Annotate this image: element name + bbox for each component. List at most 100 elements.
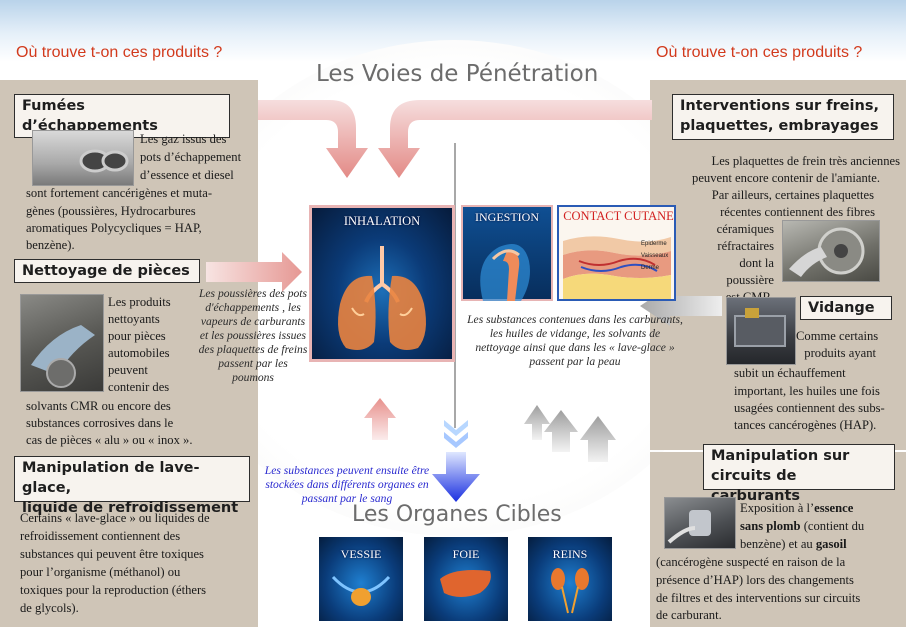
lave-glace-text-1: Certains « lave-glace » ou liquides de: [20, 511, 210, 525]
arrow-up-to-inhalation: [364, 398, 396, 440]
lave-glace-text-3: substances qui peuvent être toxiques: [20, 547, 204, 561]
pink-arrows-top: [206, 100, 652, 292]
brake-photo: [782, 220, 880, 282]
carburants-below-1: (cancérogène suspecté en raison de la: [656, 555, 846, 569]
vessie-label: VESSIE: [340, 547, 382, 561]
nettoyage-below-2: substances corrosives dans le: [26, 416, 174, 430]
carburants-essence: essence: [814, 501, 854, 515]
ingestion-image: INGESTION: [461, 205, 553, 301]
arrow-up-2: [544, 410, 578, 452]
fuel-circuit-photo: [664, 497, 736, 549]
fumees-below-4: benzène).: [26, 238, 75, 252]
lave-glace-title-line-1: Manipulation de lave-glace,: [22, 460, 200, 496]
arrow-up-3: [580, 416, 616, 462]
carburants-sans-plomb: sans plomb: [740, 519, 801, 533]
freins-top-1: Les plaquettes de frein très anciennes: [711, 154, 900, 168]
center-left-text: Les poussières des pots d'échappements ,…: [198, 287, 308, 384]
exhaust-photo: [32, 130, 134, 186]
lave-glace-text-5: toxiques pour la reproduction (éthers: [20, 583, 207, 597]
fumees-beside-2: pots d’échappement: [140, 150, 242, 164]
inhalation-image: INHALATION: [309, 205, 455, 362]
exhaust-pipe-icon: [79, 149, 129, 173]
nettoyage-beside-2: nettoyants: [108, 312, 160, 326]
freins-top-4: récentes contiennent des fibres: [720, 205, 875, 219]
carburants-beside-1: Exposition à l’essence: [740, 500, 853, 517]
center-right-text: Les substances contenues dans les carbur…: [467, 313, 683, 368]
carburants-beside-3: benzène) et au gasoil: [740, 536, 847, 553]
freins-beside-1: céramiques: [716, 222, 774, 236]
center-blue-text: Les substances peuvent ensuite être stoc…: [264, 464, 430, 505]
question-right: Où trouve t-on ces produits ?: [656, 44, 863, 61]
freins-beside-2: réfractaires: [717, 239, 774, 253]
arrow-up-1: [524, 405, 550, 440]
foie-image: FOIE: [424, 537, 508, 621]
carburants-title: Manipulation sur circuits de carburants: [703, 444, 895, 504]
freins-top-2: peuvent encore contenir de l'amiante.: [692, 171, 880, 185]
oil-change-photo: [726, 297, 796, 365]
question-left: Où trouve t-on ces produits ?: [16, 44, 223, 61]
nettoyage-beside-5: peuvent: [108, 363, 148, 377]
liver-icon: [440, 570, 491, 597]
gloved-hand-icon: [31, 325, 95, 388]
fumees-below-1: sont fortement cancérigènes et muta-: [26, 186, 213, 200]
freins-beside-4: poussière: [726, 273, 774, 287]
foie-label: FOIE: [452, 547, 480, 561]
freins-beside-3: dont la: [739, 256, 774, 270]
freins-top-3: Par ailleurs, certaines plaquettes: [711, 188, 874, 202]
carburants-title-line-1: Manipulation sur: [711, 448, 850, 464]
blue-arrow: [432, 420, 480, 502]
vidange-below-2: usagées contiennent des subs-: [734, 401, 885, 415]
fuel-filter-icon: [667, 510, 711, 544]
cleaning-photo: [20, 294, 104, 392]
bladder-icon: [331, 575, 391, 606]
nettoyage-below-1: solvants CMR ou encore des: [26, 399, 171, 413]
skin-label-derme: Derme: [641, 265, 660, 271]
nettoyage-beside-1: Les produits: [108, 295, 171, 309]
carburants-below-4: de carburant.: [656, 608, 722, 622]
skin-layers-icon: [563, 236, 671, 299]
lave-glace-text-2: refroidissement contiennent des: [20, 529, 181, 543]
carburants-below-3: de filtres et des interventions sur circ…: [656, 591, 861, 605]
carburants-beside-1-text: Exposition à l’: [740, 501, 815, 515]
arrow-to-inhalation: [206, 252, 302, 292]
fumees-beside-3: d’essence et diesel: [140, 168, 234, 182]
contact-image: CONTACT CUTANE Epiderme Vaisseaux Derme: [557, 205, 676, 301]
nettoyage-beside-3: pour pièces: [108, 329, 166, 343]
vidange-beside-3: subit un échauffement: [734, 366, 846, 380]
vidange-below-3: tances cancérogènes (HAP).: [734, 418, 877, 432]
chevron-1: [444, 420, 468, 436]
nettoyage-beside-6: contenir des: [108, 380, 170, 394]
blue-down-arrow: [432, 452, 480, 502]
lungs-icon: [338, 246, 426, 350]
lave-glace-title: Manipulation de lave-glace, liquide de r…: [14, 456, 250, 516]
nettoyage-below-3: cas de pièces « alu » ou « inox ».: [26, 433, 193, 447]
main-title: Les Voies de Pénétration: [316, 61, 599, 87]
inhalation-label: INHALATION: [343, 214, 421, 228]
brake-disc-icon: [789, 227, 865, 277]
skin-label-vaisseaux: Vaisseaux: [641, 253, 669, 259]
nettoyage-title: Nettoyage de pièces: [14, 259, 200, 283]
lave-glace-text-6: de glycols).: [20, 601, 79, 615]
carburants-gasoil: gasoil: [815, 537, 847, 551]
nettoyage-beside-4: automobiles: [108, 346, 170, 360]
arrow-right-down: [378, 100, 652, 178]
pink-arrow-bottom: [364, 398, 396, 440]
vidange-title: Vidange: [800, 296, 892, 320]
arrow-left-down: [258, 100, 368, 178]
fumees-below-3: aromatiques Polycycliques = HAP,: [26, 221, 202, 235]
freins-title: Interventions sur freins, plaquettes, em…: [672, 94, 894, 140]
reins-label: REINS: [552, 547, 588, 561]
lave-glace-title-line-2: liquide de refroidissement: [22, 500, 239, 516]
contact-label: CONTACT CUTANE: [563, 209, 674, 223]
throat-icon: [480, 244, 530, 301]
vidange-beside-2: produits ayant: [804, 346, 876, 360]
organs-title: Les Organes Cibles: [352, 502, 562, 527]
kidneys-icon: [551, 568, 589, 614]
carburants-beside-2-text: (contient du: [800, 519, 865, 533]
chevron-2: [444, 432, 468, 448]
carburants-below-2: présence d’HAP) lors des changements: [656, 573, 854, 587]
carburants-beside-3-text: benzène) et au: [740, 537, 816, 551]
freins-title-line-1: Interventions sur freins,: [680, 98, 879, 114]
freins-title-line-2: plaquettes, embrayages: [680, 118, 879, 134]
